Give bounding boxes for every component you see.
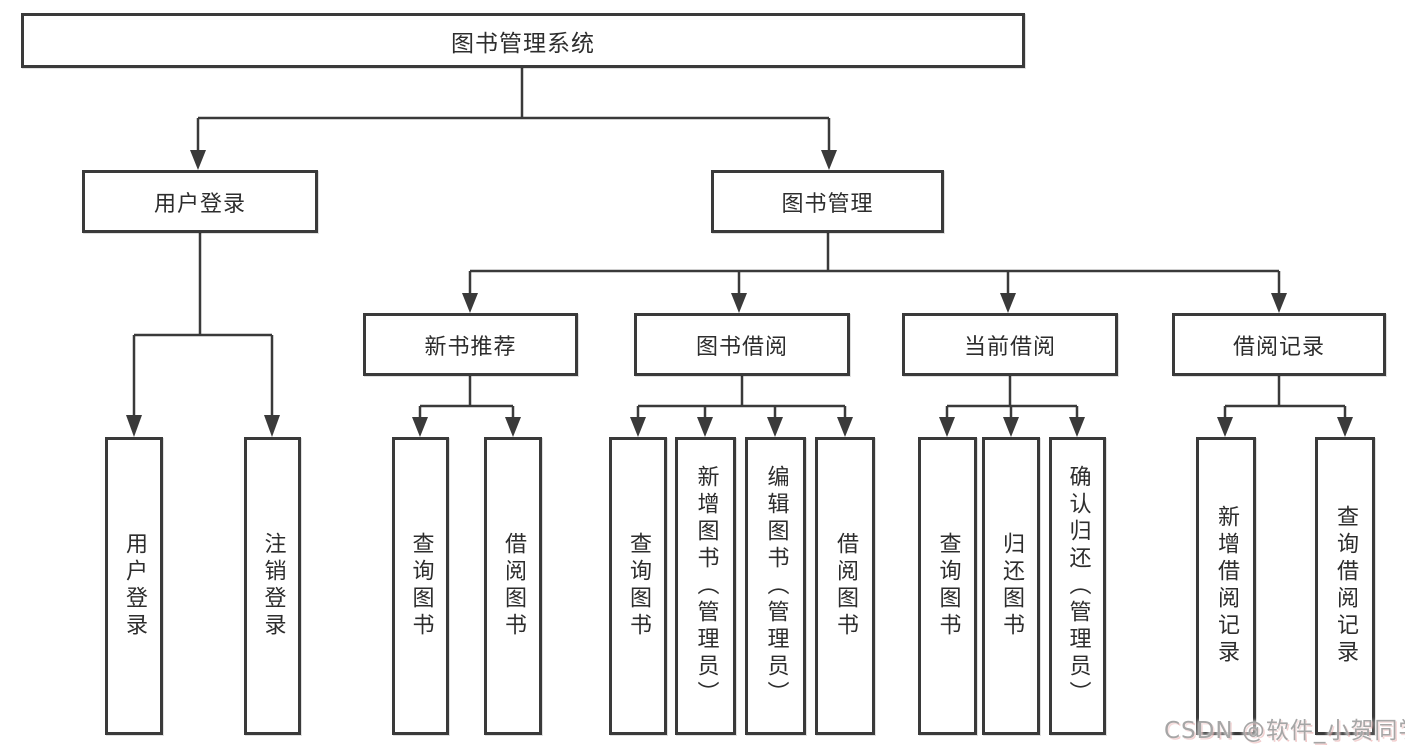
node-book-management: 图书管理 <box>711 170 944 233</box>
node-book-borrow: 图书借阅 <box>634 313 850 376</box>
leaf-label: 借阅图书 <box>833 532 858 640</box>
leaf-return-book: 归还图书 <box>982 437 1040 735</box>
leaf-borrow-books: 借阅图书 <box>815 437 875 735</box>
leaf-user-login: 用户登录 <box>105 437 163 735</box>
leaf-query-books-borrow: 查询图书 <box>609 437 667 735</box>
node-borrow-records: 借阅记录 <box>1172 313 1386 376</box>
leaf-label: 查询图书 <box>408 532 434 640</box>
node-current-borrow: 当前借阅 <box>902 313 1118 376</box>
leaf-label: 查询图书 <box>935 532 961 640</box>
leaf-label: 查询图书 <box>626 532 651 640</box>
leaf-label: 新增图书（管理员） <box>693 464 719 708</box>
leaf-query-books-current: 查询图书 <box>918 437 977 735</box>
leaf-add-book-admin: 新增图书（管理员） <box>675 437 736 735</box>
leaf-query-books-recommend: 查询图书 <box>392 437 449 735</box>
leaf-borrow-books-recommend: 借阅图书 <box>484 437 542 735</box>
leaf-label: 注销登录 <box>260 532 286 640</box>
node-new-book-recommend: 新书推荐 <box>363 313 578 376</box>
leaf-query-borrow-record: 查询借阅记录 <box>1315 437 1375 735</box>
leaf-logout: 注销登录 <box>244 437 301 735</box>
leaf-label: 新增借阅记录 <box>1214 505 1239 667</box>
node-user-login: 用户登录 <box>82 170 318 233</box>
node-root-title: 图书管理系统 <box>21 13 1025 68</box>
leaf-edit-book-admin: 编辑图书（管理员） <box>745 437 806 735</box>
watermark-text: CSDN @软件_小贺同学 <box>1164 718 1405 744</box>
leaf-label: 编辑图书（管理员） <box>763 464 789 708</box>
leaf-label: 查询借阅记录 <box>1333 505 1358 667</box>
leaf-label: 确认归还（管理员） <box>1065 464 1091 708</box>
leaf-add-borrow-record: 新增借阅记录 <box>1196 437 1256 735</box>
leaf-label: 用户登录 <box>122 532 147 640</box>
leaf-confirm-return-admin: 确认归还（管理员） <box>1049 437 1106 735</box>
leaf-label: 归还图书 <box>999 532 1024 640</box>
leaf-label: 借阅图书 <box>501 532 526 640</box>
